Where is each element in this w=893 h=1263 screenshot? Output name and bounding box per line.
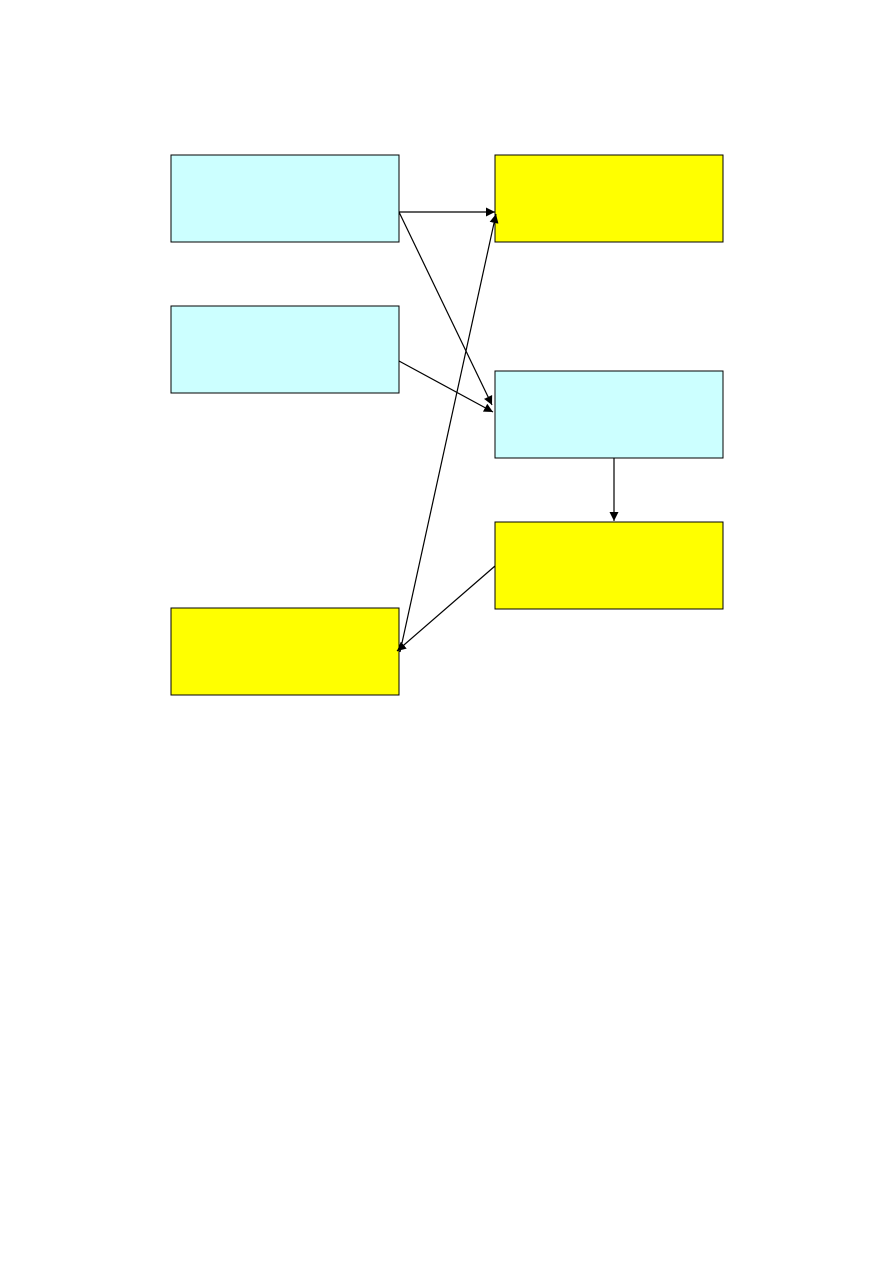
nodes-layer (170, 154, 724, 696)
arrow-box-top-left-to-box-middle-right (398, 211, 493, 406)
box-middle-left (170, 305, 400, 394)
box-top-left (170, 154, 400, 243)
box-middle-right (494, 370, 724, 459)
box-top-right (494, 154, 724, 243)
arrow-box-bottom-left-to-box-top-right (399, 213, 499, 653)
arrow-box-middle-left-to-box-middle-right (398, 360, 494, 413)
edges-layer (396, 207, 619, 653)
box-lower-right (494, 521, 724, 610)
arrow-box-lower-right-to-box-bottom-left (396, 565, 496, 652)
box-bottom-left (170, 607, 400, 696)
